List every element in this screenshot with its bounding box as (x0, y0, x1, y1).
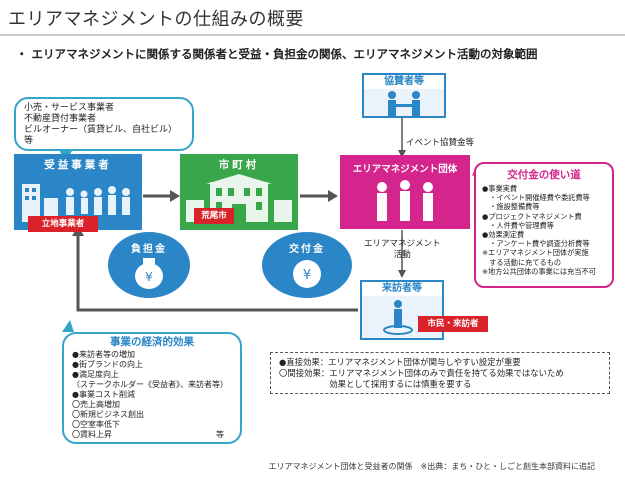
page-subtitle: ・ エリアマネジメントに関係する関係者と受益・負担金の関係、エリアマネジメント活… (16, 47, 538, 61)
grant-use-item: ●事業実費 (482, 184, 518, 193)
grant-use-item: ●プロジェクトマネジメント費 (482, 211, 582, 221)
grant-use-item: ※地方公共団体の事業には充当不可 (482, 266, 596, 276)
source-footer: エリアマネジメント団体と受益者の関係 ※出典：まち・ひと・しごと創生本部資料に追… (268, 462, 595, 471)
arrow-head-sponsor (398, 150, 406, 158)
bubble-tail-effects (62, 320, 74, 332)
visitor-tag: 市民・来訪者 (418, 316, 488, 332)
sponsor-arrow-label: イベント協賛金等 (406, 138, 475, 148)
grant-use-item: ・アンケート費や調査分析費等 (482, 239, 590, 249)
grant-use-item: ・施設整備費等 (482, 202, 540, 212)
yen-coin-icon: ¥ (293, 260, 321, 288)
burden-circle: 負担金 ¥ (108, 232, 190, 298)
effects-item: 〇売上高増加 (72, 400, 120, 409)
grant-use-item: する活動に充てるもの (482, 257, 562, 267)
beneficiary-type-retail: 小売・サービス事業者 (24, 103, 115, 113)
beneficiary-types-bubble: 小売・サービス事業者 不動産貸付事業者 ビルオーナー（賃貸ビル、自社ビル） 等 (14, 97, 194, 151)
grant-use-item: ・人件費や管理費等 (482, 220, 554, 230)
effects-etc: 等 (216, 430, 224, 439)
grant-uses-panel: 交付金の使い道 ●事業実費 ・イベント開催経費や委託費等 ・施設整備費等 ●プロ… (474, 162, 614, 288)
effects-list: ●来訪者等の増加 ●街ブランドの向上 ●満足度向上 （ステークホルダー《受益者》… (72, 350, 232, 440)
effects-item: 〇賃料上昇 等 (72, 430, 232, 440)
arrow-head-visitor (398, 270, 406, 278)
note-indirect-effect: 〇間接効果：エリアマネジメント団体のみで責任を持てる効果ではないため (279, 368, 564, 378)
visitor-heading: 来訪者等 (362, 282, 442, 296)
effects-heading: 事業の経済的効果 (110, 336, 194, 348)
visitor-box: 来訪者等 (360, 280, 444, 340)
grant-label: 交付金 (289, 244, 325, 255)
effects-item: ●街ブランドの向上 (72, 360, 143, 369)
page-title: エリアマネジメントの仕組みの概要 (8, 9, 304, 30)
effects-notes-box: ●直接効果：エリアマネジメント団体が関与しやすい設定が重要 〇間接効果：エリアマ… (270, 352, 610, 394)
grant-uses-heading: 交付金の使い道 (507, 169, 581, 181)
note-indirect-caution: 効果として採用するには慎重を要する (279, 379, 472, 389)
grant-use-item: ●効果測定費 (482, 230, 525, 240)
handshake-icon (388, 91, 420, 116)
effects-item: ●来訪者等の増加 (72, 350, 135, 359)
grant-use-item: ・イベント開催経費や委託費等 (482, 193, 590, 203)
organization-activity-label: エリアマネジメント 活動 (364, 239, 441, 260)
beneficiary-tag: 立地事業者 (28, 216, 98, 232)
city-tag: 荒尾市 (194, 208, 234, 224)
effects-item: ●事業コスト削減 (72, 390, 135, 399)
economic-effects-panel: 事業の経済的効果 ●来訪者等の増加 ●街ブランドの向上 ●満足度向上 （ステーク… (62, 332, 242, 444)
sponsor-box: 協賛者等 (362, 73, 446, 118)
burden-label: 負担金 (131, 244, 167, 255)
sponsor-heading: 協賛者等 (364, 75, 444, 89)
organization-people-icon (377, 180, 433, 221)
arrow-head-organization (328, 190, 338, 202)
note-direct-effect: ●直接効果：エリアマネジメント団体が関与しやすい設定が重要 (279, 357, 521, 367)
money-bag-icon: ¥ (135, 258, 163, 289)
effects-item: ●満足度向上 (72, 370, 119, 379)
grant-use-item: ※エリアマネジメント団体が実施 (482, 248, 589, 258)
city-heading: 市町村 (218, 159, 260, 171)
organization-heading: エリアマネジメント団体 (352, 164, 458, 175)
beneficiary-type-real-estate: 不動産貸付事業者 (24, 114, 97, 124)
arrow-head-city (170, 190, 180, 202)
effects-item: 〇新規ビジネス創出 (72, 410, 144, 419)
location-pin-icon (383, 300, 413, 335)
arrow-visitor-beneficiary (76, 232, 358, 312)
beneficiary-heading: 受益事業者 (44, 159, 112, 171)
effects-item: （ステークホルダー《受益者》、来訪者等） (72, 380, 228, 389)
svg-text:¥: ¥ (145, 270, 153, 284)
svg-text:¥: ¥ (303, 268, 311, 283)
beneficiary-type-building-owner: ビルオーナー（賃貸ビル、自社ビル） 等 (24, 125, 182, 146)
title-bar (0, 0, 625, 36)
grant-circle: 交付金 ¥ (262, 232, 352, 298)
effects-item: 〇空室率低下 (72, 420, 120, 429)
organization-box: エリアマネジメント団体 (340, 155, 470, 229)
effects-last-item: 〇賃料上昇 (72, 430, 112, 439)
grant-uses-list: ●事業実費 ・イベント開催経費や委託費等 ・施設整備費等 ●プロジェクトマネジメ… (482, 184, 606, 276)
